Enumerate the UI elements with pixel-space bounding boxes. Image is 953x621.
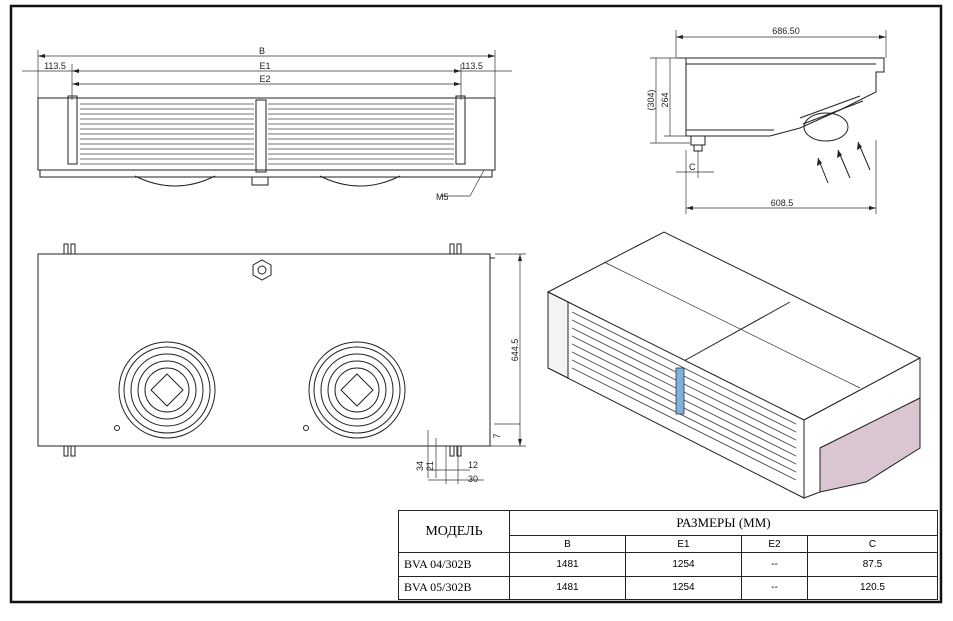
thread-label: M5 [436,192,449,202]
drain-fitting [251,176,269,186]
drawing-border [9,4,943,604]
model-name: BVA 04/302B [398,552,510,577]
cell-e2: -- [740,552,808,577]
dim-c-label: C [689,162,696,172]
dim-left-offset: 113.5 [44,61,66,71]
dim-21: 21 [425,461,435,471]
dim-e1-label: E1 [259,61,270,71]
model-header: МОДЕЛЬ [398,509,510,554]
drip-tray-end [819,397,921,493]
col-header-c: C [806,534,939,554]
front-view: B E1 113.5 113.5 E2 [22,46,512,202]
dim-7: 7 [492,433,502,438]
dim-side-bottom: 608.5 [771,198,794,208]
center-bracket [675,367,685,415]
table-row: BVA 04/302B 1481 1254 -- 87.5 [398,552,939,577]
col-header-b: B [509,534,626,554]
dim-height-ref: (304) [646,89,656,110]
cell-e1: 1254 [624,575,742,601]
model-name: BVA 05/302B [398,575,510,601]
col-header-e2: E2 [740,534,808,554]
dimensions-header: РАЗМЕРЫ (ММ) [509,510,938,536]
unit-body-top [37,253,491,447]
top-view: 644.5 7 34 21 12 30 [37,243,526,484]
fan-guard-left [118,341,216,439]
unit-body-side [678,57,885,137]
dim-right-offset: 113.5 [461,61,483,71]
cell-b: 1481 [509,552,626,577]
col-header-e1: E1 [624,534,742,554]
dim-depth: 644.5 [510,339,520,362]
fan-guard-right [308,341,406,439]
cell-b: 1481 [509,575,626,601]
side-view: 686.50 (304) 264 C 608. [646,26,887,214]
dim-e2-label: E2 [259,74,270,84]
dim-30: 30 [468,474,478,484]
cell-c: 87.5 [806,552,939,577]
dim-side-width: 686.50 [772,26,800,36]
coil-fins [80,103,454,165]
isometric-view [546,231,922,499]
dim-12: 12 [468,460,478,470]
drain-nut [252,259,272,281]
cell-e2: -- [740,575,808,601]
cell-c: 120.5 [806,575,939,601]
cell-e1: 1254 [624,552,742,577]
table-row: BVA 05/302B 1481 1254 -- 120.5 [398,575,939,601]
spec-table: МОДЕЛЬ РАЗМЕРЫ (ММ) B E1 E2 C BVA 04/302… [398,509,939,601]
dim-b-label: B [259,46,265,56]
dim-height: 264 [660,92,670,107]
dim-34: 34 [415,461,425,471]
